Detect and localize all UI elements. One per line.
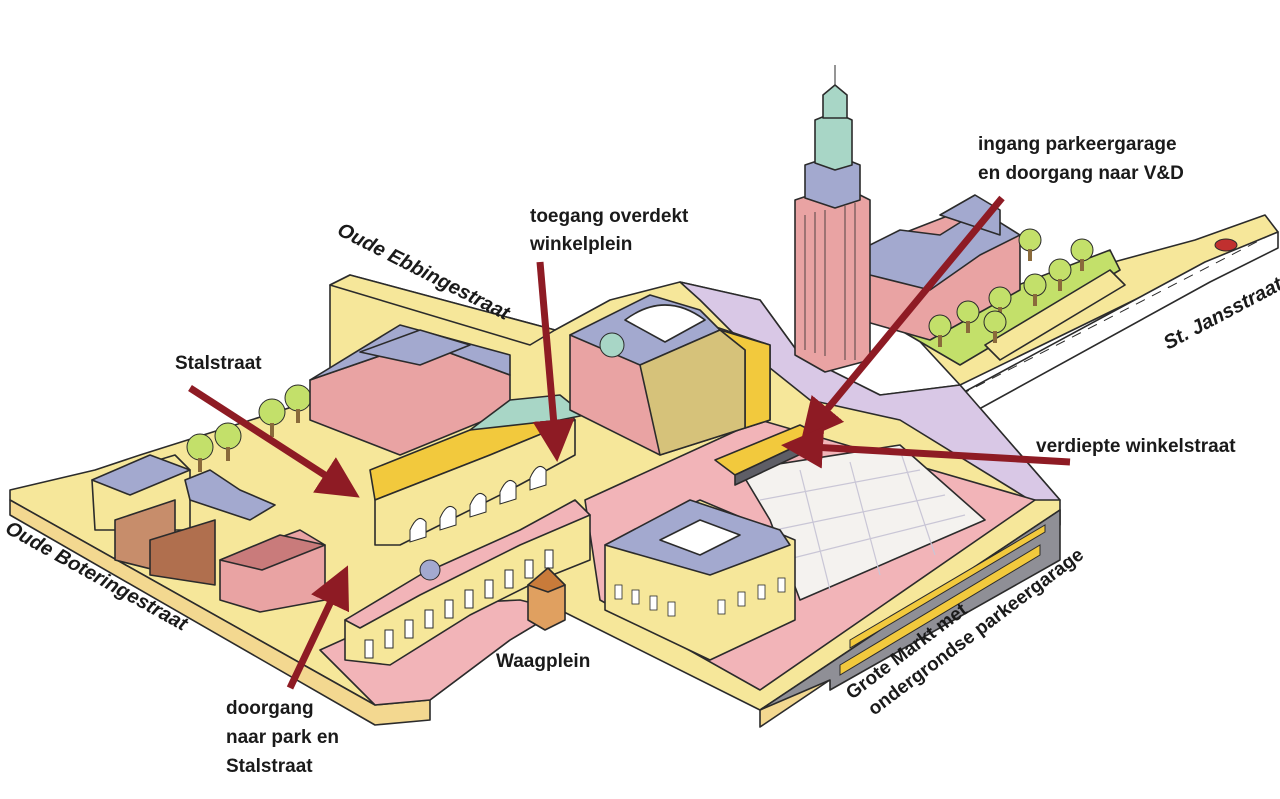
label-doorgang-line2: naar park en [226,727,339,748]
trees-right [928,228,1094,347]
tree-icon [258,398,286,437]
tree-icon [186,433,214,472]
houses-left [91,454,326,613]
tree-icon [1048,258,1072,291]
arrow-icon [781,426,1071,469]
grote-markt-square [739,444,986,601]
tree-icon [214,422,242,461]
tree-icon [983,310,1007,343]
building-pink-back [309,324,511,456]
arrow-icon [286,565,350,690]
building-city-hall [604,499,796,661]
tower-icon [794,65,871,373]
label-toegang-line1: toegang overdekt [530,206,689,227]
label-verdiepte: verdiepte winkelstraat [1036,436,1236,457]
covered-arcade [369,394,586,546]
trees-left [186,384,312,472]
tree-icon [1070,238,1094,271]
tree-icon [928,314,952,347]
road-oude-ebbingestraat [329,274,556,346]
martini-tower [794,65,871,373]
label-doorgang-line1: doorgang [226,698,314,719]
arrows [188,195,1071,690]
arrow-icon [532,261,575,462]
label-doorgang-line3: Stalstraat [226,756,313,777]
label-waagplein: Waagplein [496,651,590,672]
underground-parking [759,509,1061,711]
tree-icon [956,300,980,333]
arrow-icon [801,195,1005,441]
label-stalstraat: Stalstraat [175,353,262,374]
tree-icon [1018,228,1042,261]
tree-icon [1023,273,1047,306]
car-icon [1214,238,1238,252]
label-ingang-line2: en doorgang naar V&D [978,163,1184,184]
building-waagplein-arc [344,499,591,666]
building-small-orange [527,567,566,631]
label-toegang-line2: winkelplein [529,234,632,255]
label-ingang-line1: ingang parkeergarage [978,134,1177,155]
building-dome-center [569,294,771,456]
tree-icon [284,384,312,423]
arrow-icon [188,385,360,498]
